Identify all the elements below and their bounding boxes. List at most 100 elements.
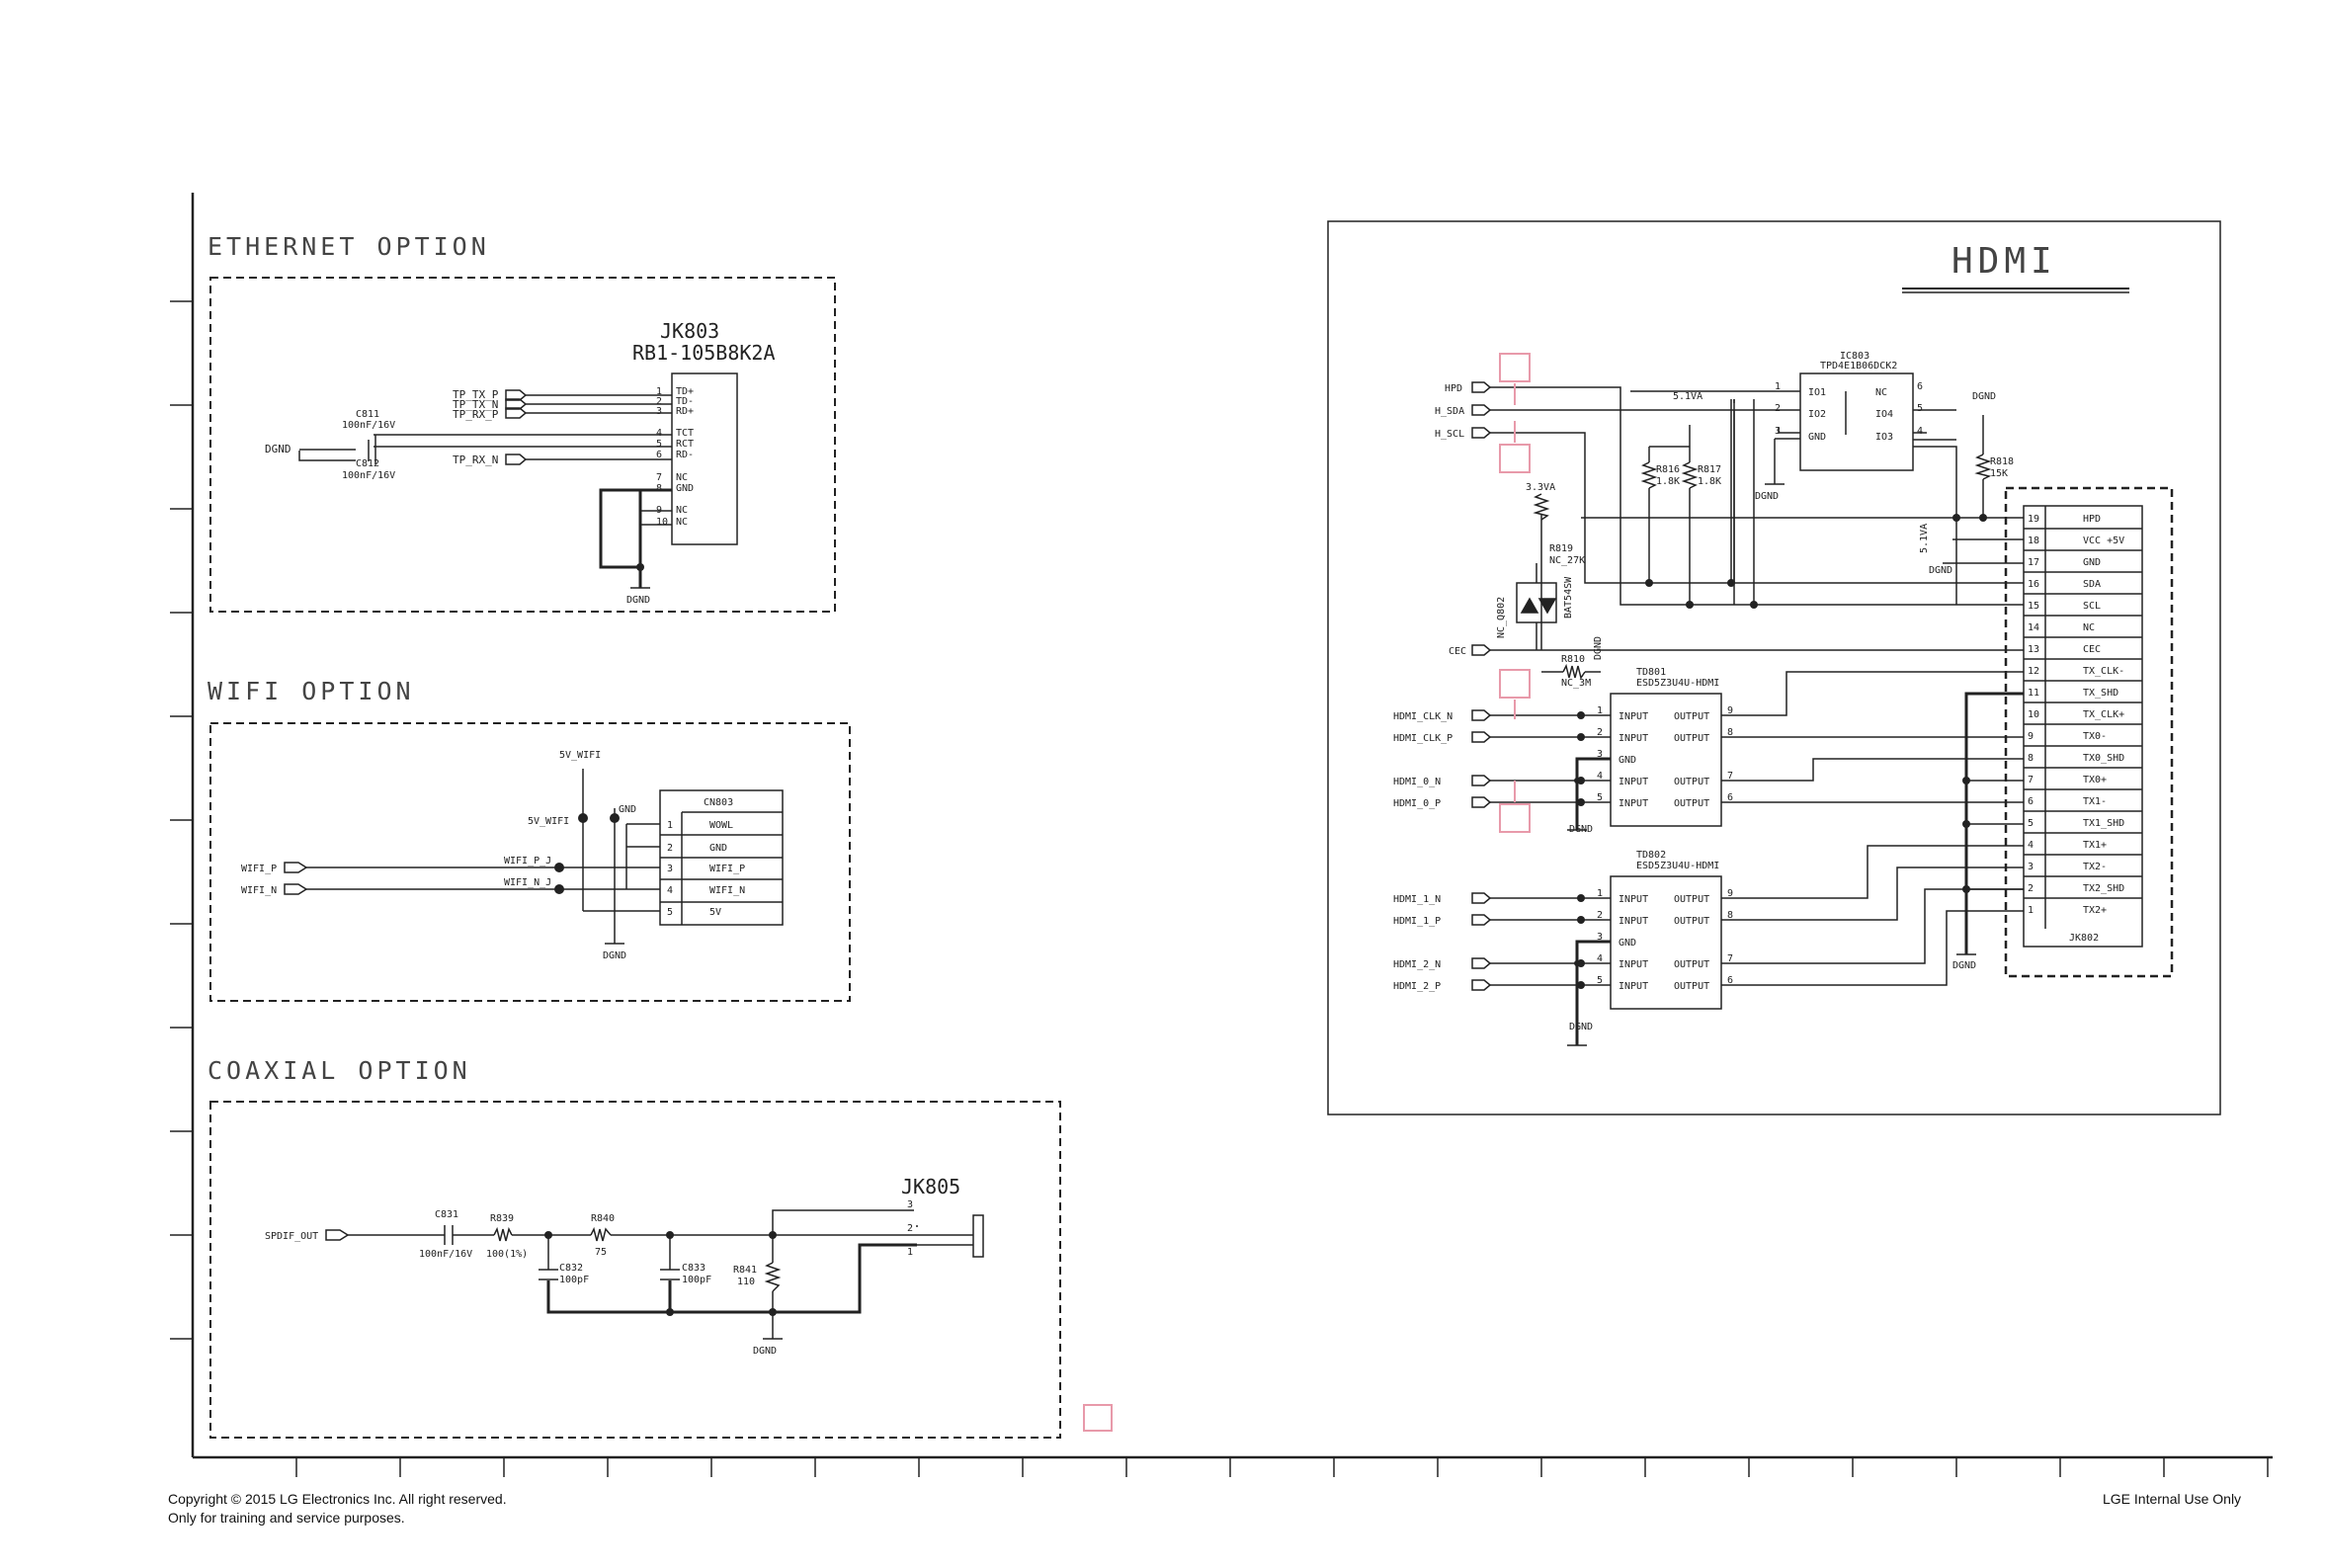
r816-ref: R816 [1656,464,1680,475]
c831-ref: C831 [435,1209,458,1220]
ic803-pin-3-name: GND [1808,432,1826,443]
spdif-out: SPDIF_OUT [265,1231,318,1242]
ethernet-title: ETHERNET OPTION [208,232,490,261]
jk802-pin-18-name: VCC +5V [2083,536,2124,546]
hdmi-net-hdmi-2-n: HDMI_2_N [1393,959,1441,970]
ic803-ref: IC803 [1840,351,1869,362]
jk802-pin-6-number: 6 [2028,796,2034,807]
ic803-pin-4-name: IO3 [1875,432,1893,443]
jk802-pin-9-number: 9 [2028,731,2034,742]
jk803-pin-10-name: NC [676,517,688,528]
hdmi-dgnd-td801: DGND [1569,824,1593,835]
td801-output-1: OUTPUT [1674,711,1709,722]
jk802-pin-11-name: TX_SHD [2083,688,2118,699]
eth-dgnd-in: DGND [265,443,291,455]
r839-val: 100(1%) [486,1249,528,1260]
jk805-ref: JK805 [901,1175,960,1198]
td802-gnd: GND [1619,938,1636,949]
cn803-row-4-name: WIFI_N [709,885,745,896]
r816-val: 1.8K [1656,476,1680,487]
jk803-pin-9-number: 9 [656,505,662,516]
td802-part: ESD5Z3U4U-HDMI [1636,861,1719,871]
c811-val: 100nF/16V [342,420,395,431]
c833-ref: C833 [682,1263,706,1274]
c811-ref: C811 [356,409,379,420]
jk802-pin-17-name: GND [2083,557,2101,568]
ic803-pin-6-name: NC [1875,387,1887,398]
cn803-row-2-name: GND [709,843,727,854]
jk802-rows [2024,528,2142,899]
jk803-ref: JK803 [660,319,719,343]
jk803-pin-2-name: TD- [676,396,694,407]
td802-pin-right-9: 9 [1727,888,1733,899]
r841-ref: R841 [733,1265,757,1276]
coax-dgnd: DGND [753,1346,777,1357]
td801-pin-right-6: 6 [1727,792,1733,803]
jk802-pin-1-number: 1 [2028,905,2034,916]
jk802-pin-3-name: TX2- [2083,862,2107,872]
jk803-pin-8-name: GND [676,483,694,494]
jk802-pin-15-name: SCL [2083,601,2101,612]
td801-input-2: INPUT [1619,733,1648,744]
cn803-row-4-number: 4 [667,885,673,896]
wifi-n-net: WIFI_N_J [504,877,551,888]
jk802-pin-4-number: 4 [2028,840,2034,851]
hdmi-net-hdmi-1-n: HDMI_1_N [1393,894,1441,905]
net-tp-tx-p: TP_TX_P [453,388,499,401]
wifi-gnd-top: GND [619,804,636,815]
td802-input-1: INPUT [1619,894,1648,905]
c812-ref: C812 [356,458,379,469]
jk805-pin3: 3 [907,1199,913,1210]
jk802-pin-9-name: TX0- [2083,731,2107,742]
td802-input-4: INPUT [1619,959,1648,970]
c833-val: 100pF [682,1275,711,1285]
td801-pin-left-1: 1 [1597,705,1603,716]
hdmi-net-hdmi-clk-n: HDMI_CLK_N [1393,711,1453,722]
hdmi-dgnd-cec: DGND [1593,636,1604,660]
jk802-pin-7-name: TX0+ [2083,775,2107,785]
jk803-pin-1-number: 1 [656,386,662,397]
jk802-pin-2-name: TX2_SHD [2083,883,2124,894]
r810-ref: R810 [1561,654,1585,665]
jk802-pin-1-name: TX2+ [2083,905,2107,916]
jk802-pin-11-number: 11 [2028,688,2039,699]
h-sda-label: H_SDA [1435,406,1464,417]
td802-ref: TD802 [1636,850,1666,861]
td802-input-2: INPUT [1619,916,1648,927]
net-tp-tx-n: TP_TX_N [453,398,498,411]
hdmi-dgnd-shd: DGND [1952,960,1976,971]
net-tp-rx-p: TP_RX_P [453,408,499,421]
jk802-pin-8-name: TX0_SHD [2083,753,2124,764]
coaxial-box [209,1101,1061,1439]
jk802-pin-19-number: 19 [2028,514,2039,525]
jk802-pin-12-name: TX_CLK- [2083,666,2124,677]
td802-pin-left-1: 1 [1597,888,1603,899]
td801-input-5: INPUT [1619,798,1648,809]
q802-ref: NC_Q802 [1496,597,1507,638]
hdmi-net-labels: HDMI_CLK_NHDMI_CLK_PHDMI_0_NHDMI_0_PHDMI… [1393,711,1453,992]
jk803-pin-1-name: TD+ [676,386,694,397]
jk802-pin-14-number: 14 [2028,622,2039,633]
pwr-5v1va: 5.1VA [1673,391,1702,402]
ic803-pin-1-name: IO1 [1808,387,1826,398]
td802-pin-left-4: 4 [1597,953,1603,964]
r810-val: NC_3M [1561,678,1591,689]
net-tp-rx-n: TP_RX_N [453,454,498,466]
td801-output-4: OUTPUT [1674,777,1709,787]
jk802-pin-16-number: 16 [2028,579,2039,590]
jk803-pin-7-name: NC [676,472,688,483]
td802-output-4: OUTPUT [1674,959,1709,970]
c831-val: 100nF/16V [419,1249,472,1260]
cn803-row-1-number: 1 [667,820,673,831]
hdmi-dgnd-cap: DGND [1929,565,1952,576]
jk802-pin-5-name: TX1_SHD [2083,818,2124,829]
jk803-pin-8-number: 8 [656,483,662,494]
c832-val: 100pF [559,1275,589,1285]
jk803-pin-6-number: 6 [656,450,662,460]
h-scl-label: H_SCL [1435,429,1464,440]
hdmi-box [1327,220,2221,1115]
td801-output-2: OUTPUT [1674,733,1709,744]
jk802-pin-12-number: 12 [2028,666,2039,677]
